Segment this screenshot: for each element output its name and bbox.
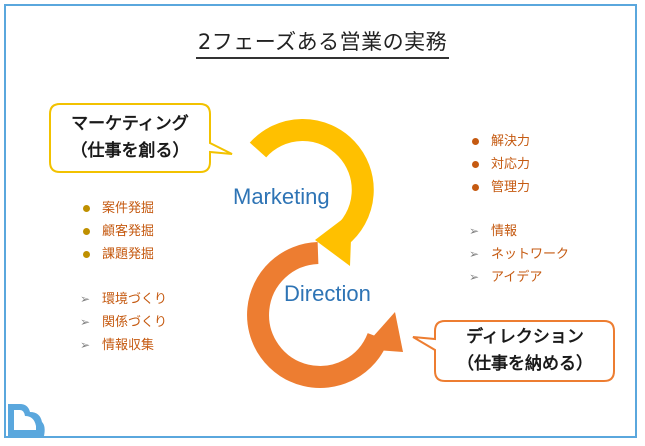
marketing-callout-line2: （仕事を創る） bbox=[70, 141, 190, 161]
marketing-cycle-arrow bbox=[249, 118, 374, 246]
marketing-callout-text: マーケティング （仕事を創る） bbox=[52, 111, 208, 165]
marketing-arrowhead-icon bbox=[315, 212, 352, 266]
direction-callout-text: ディレクション （仕事を納める） bbox=[437, 324, 613, 378]
direction-arrow-list: 情報 ネットワーク アイデア bbox=[469, 220, 569, 289]
direction-label: Direction bbox=[284, 281, 371, 306]
list-item: 管理力 bbox=[469, 176, 530, 199]
list-item: 関係づくり bbox=[80, 311, 167, 334]
list-item: 解決力 bbox=[469, 130, 530, 153]
marketing-callout bbox=[49, 103, 233, 173]
list-item: 案件発掘 bbox=[80, 197, 154, 220]
list-item: 顧客発掘 bbox=[80, 220, 154, 243]
marketing-label: Marketing bbox=[233, 184, 330, 209]
list-item: 情報収集 bbox=[80, 334, 167, 357]
direction-cycle-arrow bbox=[247, 242, 389, 388]
list-item: 環境づくり bbox=[80, 288, 167, 311]
list-item: 課題発掘 bbox=[80, 243, 154, 266]
direction-callout-line1: ディレクション bbox=[466, 327, 584, 347]
list-item: ネットワーク bbox=[469, 243, 569, 266]
direction-callout-line2: （仕事を納める） bbox=[457, 354, 593, 374]
marketing-arrow-list: 環境づくり 関係づくり 情報収集 bbox=[80, 288, 167, 357]
slide-title: 2フェーズある営業の実務 bbox=[0, 26, 645, 59]
list-item: アイデア bbox=[469, 266, 569, 289]
list-item: 情報 bbox=[469, 220, 569, 243]
direction-callout bbox=[412, 320, 615, 382]
marketing-callout-line1: マーケティング bbox=[71, 114, 189, 134]
slide-title-text: 2フェーズある営業の実務 bbox=[195, 30, 450, 59]
direction-arrowhead-icon bbox=[362, 312, 403, 352]
direction-bullet-list: 解決力 対応力 管理力 bbox=[469, 130, 530, 199]
list-item: 対応力 bbox=[469, 153, 530, 176]
marketing-bullet-list: 案件発掘 顧客発掘 課題発掘 bbox=[80, 197, 154, 266]
corner-logo-icon bbox=[8, 404, 45, 436]
